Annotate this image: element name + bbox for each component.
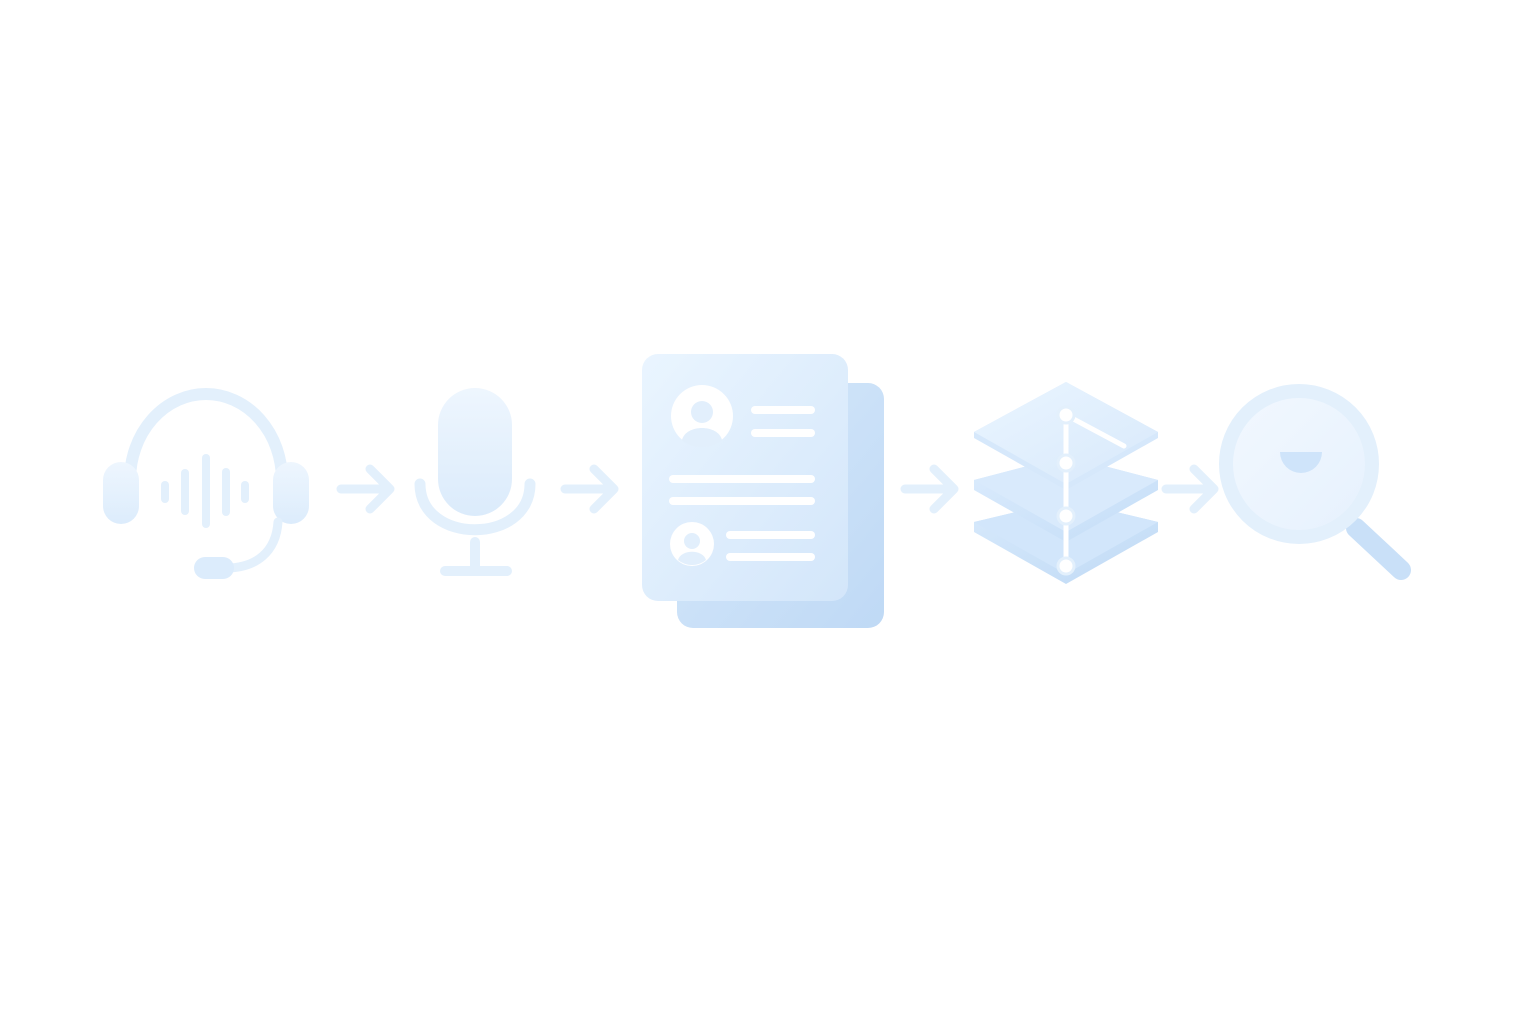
speaker-avatar-icon [670, 522, 714, 566]
transcript-document-icon [642, 354, 884, 628]
headset-audio-icon [103, 388, 309, 579]
speaker-avatar-icon [671, 385, 733, 448]
search-magnifier-icon [1219, 384, 1411, 580]
layered-data-icon [974, 382, 1158, 584]
text-lines-icon [669, 406, 815, 505]
sound-wave-icon [161, 454, 249, 528]
arrow-right-icon [560, 464, 619, 514]
arrow-right-icon [1161, 464, 1219, 514]
arrow-right-icon [900, 464, 959, 514]
microphone-icon [414, 388, 536, 576]
node-connector-icon [1063, 412, 1127, 569]
arrow-right-icon [336, 464, 395, 514]
